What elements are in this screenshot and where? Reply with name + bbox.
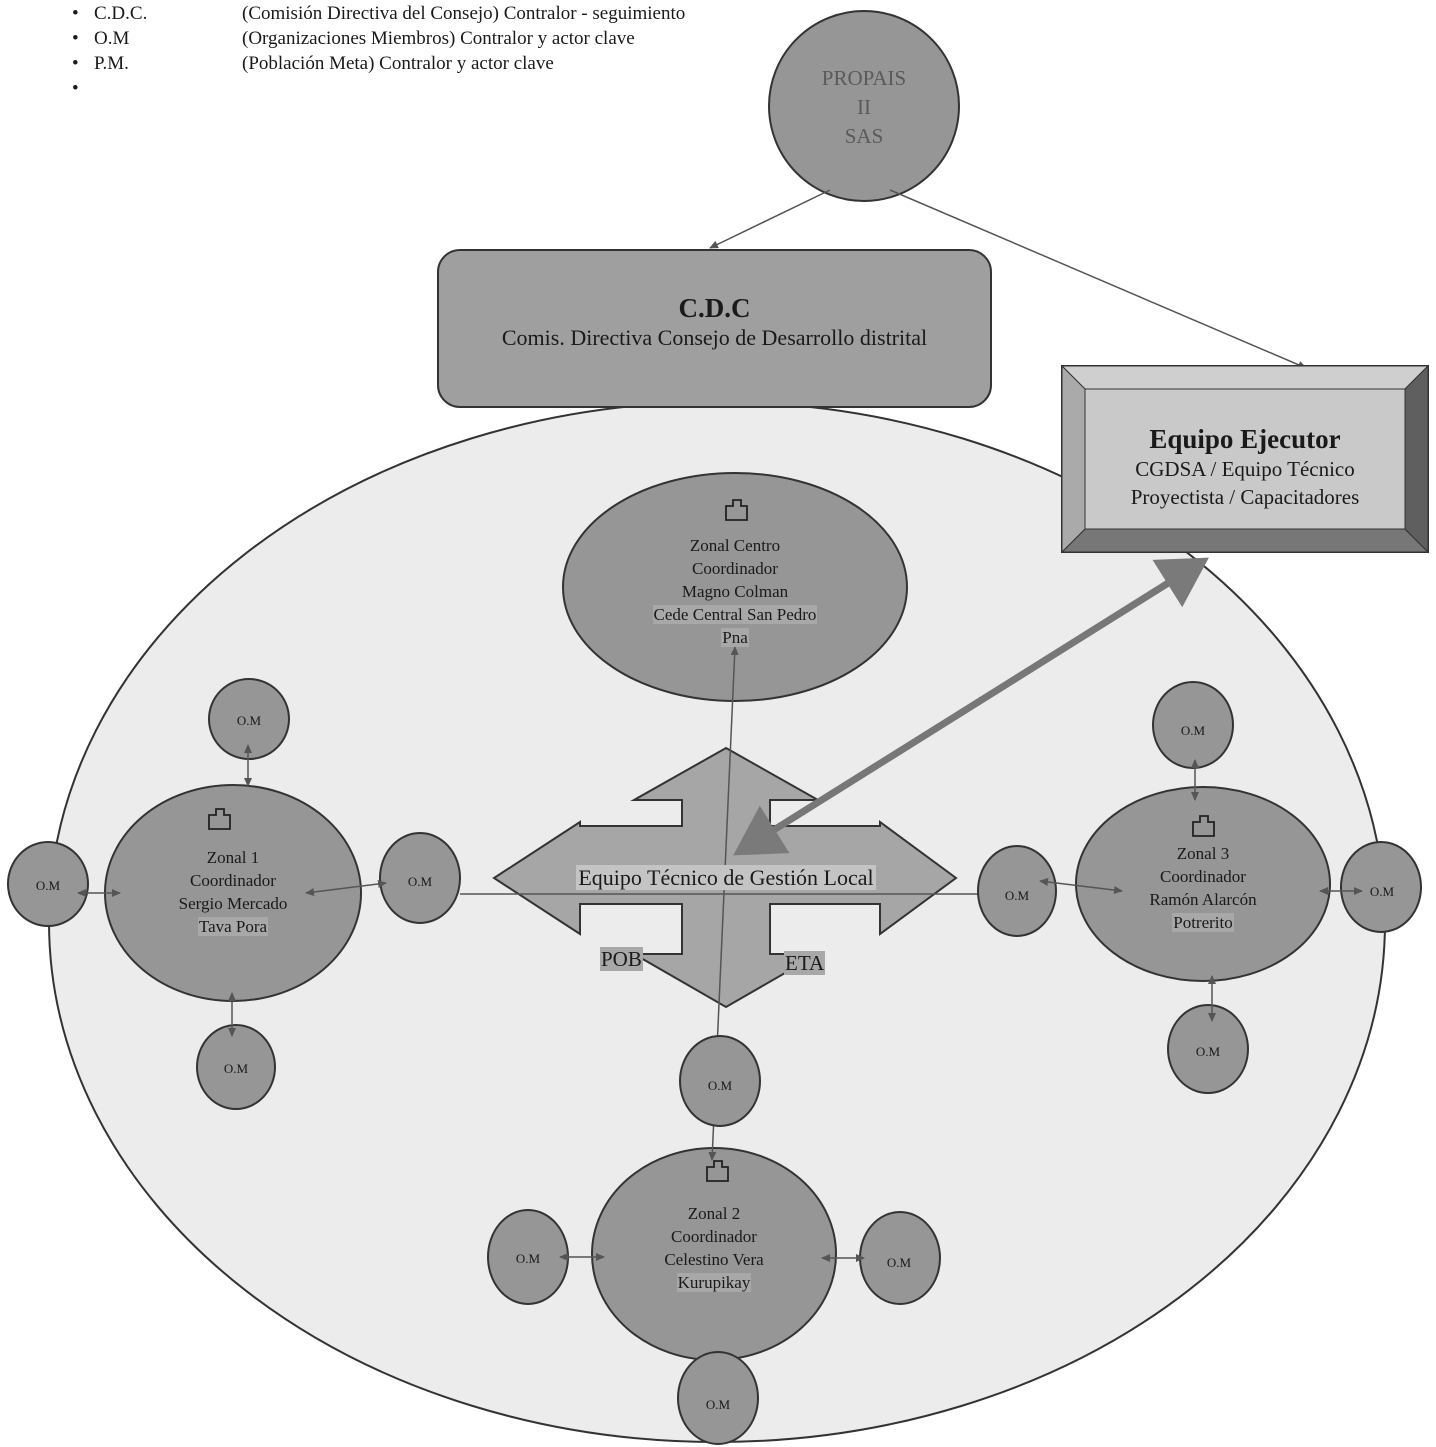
cdc-subtitle: Comis. Directiva Consejo de Desarrollo d… xyxy=(501,325,928,350)
cdc-title: C.D.C xyxy=(678,293,751,323)
bullet-icon: • xyxy=(72,78,79,99)
zonal3-role: Coordinador xyxy=(1160,867,1246,886)
zonal3-person: Ramón Alarcón xyxy=(1149,890,1257,909)
om-circle-z1-right[interactable] xyxy=(379,832,461,924)
om-circle-z1-left[interactable] xyxy=(7,841,89,927)
om-circle-center-bottom[interactable] xyxy=(679,1035,761,1127)
arrow-propais-to-equipo xyxy=(889,189,1307,369)
equipo-tecnico-label: Equipo Técnico de Gestión Local xyxy=(540,864,912,892)
propais-line2: II xyxy=(857,95,871,119)
zonal2-place: Kurupikay xyxy=(676,1273,752,1292)
om-label-center-bottom[interactable]: O.M xyxy=(707,1078,733,1093)
equipo-tecnico-text: Equipo Técnico de Gestión Local xyxy=(576,865,876,890)
propais-label: PROPAIS II SAS xyxy=(794,64,934,151)
equipo-ejecutor-line1: CGDSA / Equipo Técnico xyxy=(1135,457,1355,481)
poblacion-meta-left: POB xyxy=(600,946,643,972)
om-label-z1-bottom[interactable]: O.M xyxy=(223,1061,249,1076)
house-icon-zonal1 xyxy=(208,808,231,830)
zonal-centro-role: Coordinador xyxy=(692,559,778,578)
om-label-z3-top[interactable]: O.M xyxy=(1180,723,1206,738)
om-circle-z1-bottom[interactable] xyxy=(196,1024,276,1110)
big-arrow-to-equipo xyxy=(733,557,1209,856)
zonal-centro-name: Zonal Centro xyxy=(689,536,781,555)
cdc-box xyxy=(437,249,992,408)
zonal3-label: Zonal 3 Coordinador Ramón Alarcón Potrer… xyxy=(1103,842,1303,934)
cdc-label: C.D.C Comis. Directiva Consejo de Desarr… xyxy=(438,292,991,352)
equipo-ejecutor-line2: Proyectista / Capacitadores xyxy=(1130,485,1360,509)
propais-line1: PROPAIS xyxy=(821,66,907,90)
arrow-propais-to-cdc xyxy=(709,189,831,249)
bullet-icon: • xyxy=(72,28,79,49)
legend-abbr: P.M. xyxy=(94,53,129,74)
house-icon-zonal3 xyxy=(1192,815,1215,837)
zonal-centro-person: Magno Colman xyxy=(681,582,789,601)
zonal-centro-place2: Pna xyxy=(721,628,749,647)
zonal3-place: Potrerito xyxy=(1172,913,1234,932)
legend-abbr: C.D.C. xyxy=(94,3,148,24)
zonal-centro-place: Cede Central San Pedro xyxy=(652,605,818,624)
om-label-z1-top[interactable]: O.M xyxy=(236,713,262,728)
zonal1-role: Coordinador xyxy=(190,871,276,890)
pob-right-text: ETA xyxy=(784,951,826,975)
zonal2-name: Zonal 2 xyxy=(687,1204,741,1223)
om-label-bottom[interactable]: O.M xyxy=(705,1397,731,1412)
equipo-ejecutor-title: Equipo Ejecutor xyxy=(1149,424,1341,454)
zonal2-role: Coordinador xyxy=(671,1227,757,1246)
equipo-ejecutor-box xyxy=(1060,364,1430,554)
zonal-centro-label: Zonal Centro Coordinador Magno Colman Ce… xyxy=(605,534,865,649)
house-icon-zonal2 xyxy=(706,1160,729,1182)
om-label-z3-bottom[interactable]: O.M xyxy=(1195,1044,1221,1059)
zonal1-label: Zonal 1 Coordinador Sergio Mercado Tava … xyxy=(133,846,333,938)
house-icon-zonal-centro xyxy=(725,499,748,521)
equipo-ejecutor-label: Equipo Ejecutor CGDSA / Equipo Técnico P… xyxy=(1085,423,1405,511)
legend-desc: (Comisión Directiva del Consejo) Contral… xyxy=(242,3,686,24)
pob-left-text: POB xyxy=(600,947,643,971)
om-label-z1-left[interactable]: O.M xyxy=(35,878,61,893)
zonal1-name: Zonal 1 xyxy=(206,848,260,867)
zonal1-person: Sergio Mercado xyxy=(178,894,288,913)
om-label-z3-right[interactable]: O.M xyxy=(1369,884,1395,899)
bullet-icon: • xyxy=(72,53,79,74)
om-label-z2-left[interactable]: O.M xyxy=(515,1251,541,1266)
zonal1-place: Tava Pora xyxy=(197,917,269,936)
zonal3-name: Zonal 3 xyxy=(1176,844,1230,863)
propais-circle xyxy=(768,10,960,202)
link-om-z1-right xyxy=(305,880,387,896)
om-label-z3-left[interactable]: O.M xyxy=(1004,888,1030,903)
zonal2-label: Zonal 2 Coordinador Celestino Vera Kurup… xyxy=(614,1202,814,1294)
bullet-icon: • xyxy=(72,3,79,24)
legend-desc: (Población Meta) Contralor y actor clave xyxy=(242,53,554,74)
legend-desc: (Organizaciones Miembros) Contralor y ac… xyxy=(242,28,635,49)
poblacion-meta-right: ETA xyxy=(784,950,826,976)
zonal2-person: Celestino Vera xyxy=(664,1250,764,1269)
propais-line3: SAS xyxy=(844,124,884,148)
legend-abbr: O.M xyxy=(94,28,130,49)
om-label-z2-right[interactable]: O.M xyxy=(886,1255,912,1270)
om-label-z1-right[interactable]: O.M xyxy=(407,874,433,889)
link-om-z3-left xyxy=(1039,877,1123,895)
om-circle-bottom[interactable] xyxy=(677,1351,759,1445)
